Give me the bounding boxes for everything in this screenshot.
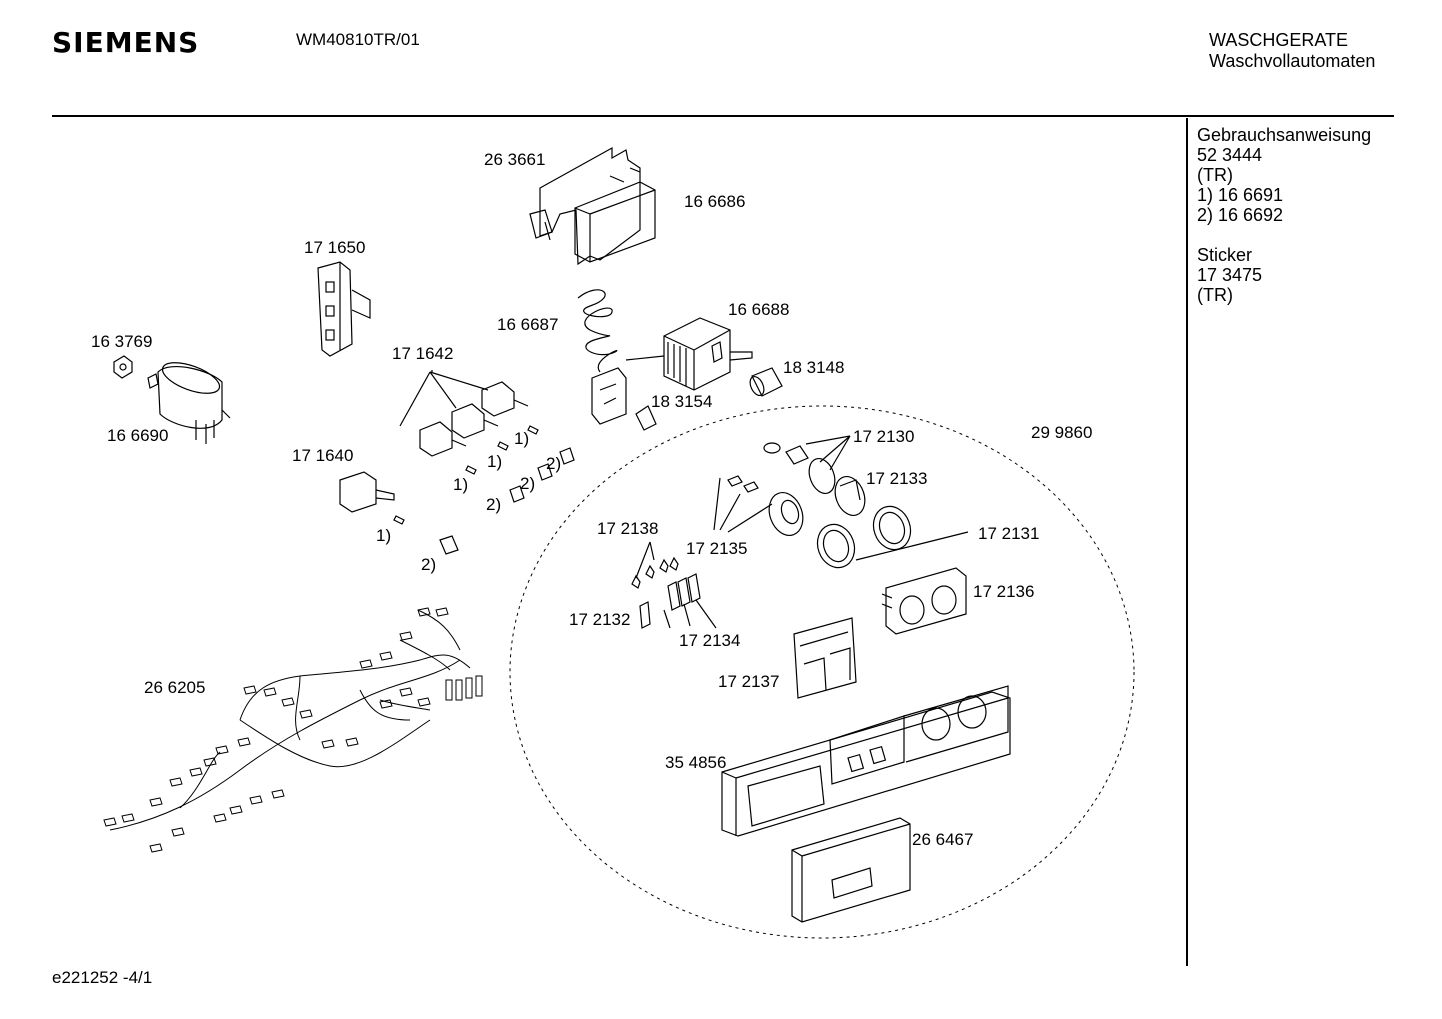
nut-part [113, 355, 133, 379]
part-label-163769: 16 3769 [91, 332, 153, 351]
manual-language: (TR) [1197, 165, 1233, 185]
manual-number: 52 3444 [1197, 145, 1263, 165]
part-label-266467: 26 6467 [912, 830, 974, 849]
wiring-harness-part [103, 607, 483, 853]
display-panel-part [793, 617, 857, 699]
part-label-172136: 17 2136 [973, 582, 1035, 601]
drawer-handle-part [791, 817, 911, 923]
manual-label: Gebrauchsanweisung [1197, 125, 1372, 145]
footnote-mark: 2) [520, 474, 536, 493]
footnote-mark: 1) [514, 429, 530, 448]
footnote-mark: 1) [487, 452, 503, 471]
footnote-mark: 1) [453, 475, 469, 494]
terminal-strip-part [317, 261, 371, 357]
sticker-label: Sticker [1197, 245, 1253, 265]
part-label-172134: 17 2134 [679, 631, 741, 650]
exploded-parts-drawing [103, 146, 1135, 939]
footnote-mark: 2) [421, 555, 437, 574]
sticker-language: (TR) [1197, 285, 1233, 305]
part-label-166686: 16 6686 [684, 192, 746, 211]
part-label-299860: 29 9860 [1031, 423, 1093, 442]
rotary-switch-part [591, 367, 657, 431]
part-label-172131: 17 2131 [978, 524, 1040, 543]
part-label-172138: 17 2138 [597, 519, 659, 538]
circuit-board-part [529, 146, 641, 266]
part-label-354856: 35 4856 [665, 753, 727, 772]
footnote-2: 2) 16 6692 [1197, 205, 1284, 225]
model-number: WM40810TR/01 [296, 30, 420, 49]
electronics-box-part [574, 167, 656, 263]
part-label-183154: 18 3154 [651, 392, 713, 411]
subcategory-title: Waschvollautomaten [1209, 51, 1376, 71]
capacitor-part [147, 362, 231, 444]
part-label-172137: 17 2137 [718, 672, 780, 691]
sticker-number: 17 3475 [1197, 265, 1263, 285]
front-panel-part [721, 685, 1011, 837]
part-label-183148: 18 3148 [783, 358, 845, 377]
panel-group-outline [509, 405, 1135, 939]
part-label-166687: 16 6687 [497, 315, 559, 334]
program-timer-part [625, 317, 753, 391]
lever-group-part [631, 541, 717, 629]
wire-spiral-part [577, 289, 618, 373]
part-label-172130: 17 2130 [853, 427, 915, 446]
part-label-266205: 26 6205 [144, 678, 206, 697]
part-label-171640: 17 1640 [292, 446, 354, 465]
part-label-263661: 26 3661 [484, 150, 546, 169]
ring-part [816, 505, 969, 569]
knob-panel-part [881, 567, 967, 635]
part-label-166690: 16 6690 [107, 426, 169, 445]
part-label-171642: 17 1642 [392, 344, 454, 363]
part-label-166688: 16 6688 [728, 300, 790, 319]
header-divider [52, 115, 1394, 117]
notes-divider [1186, 118, 1188, 966]
brand-logo: SIEMENS [52, 26, 200, 59]
footnote-mark: 2) [486, 495, 502, 514]
footnote-mark: 1) [376, 526, 392, 545]
footnote-1: 1) 16 6691 [1197, 185, 1284, 205]
part-label-172135: 17 2135 [686, 539, 748, 558]
knob-shaft-part [749, 367, 783, 397]
part-label-172132: 17 2132 [569, 610, 631, 629]
footnote-mark: 2) [546, 454, 562, 473]
drawing-id: e221252 -4/1 [52, 968, 153, 987]
notes-panel: Gebrauchsanweisung 52 3444 (TR) 1) 16 66… [1197, 125, 1371, 305]
switch-group-part [399, 371, 575, 503]
part-label-172133: 17 2133 [866, 469, 928, 488]
single-switch-part [339, 471, 459, 555]
knob-assembly-part [713, 435, 866, 536]
category-title: WASCHGERATE [1209, 30, 1349, 50]
part-label-171650: 17 1650 [304, 238, 366, 257]
